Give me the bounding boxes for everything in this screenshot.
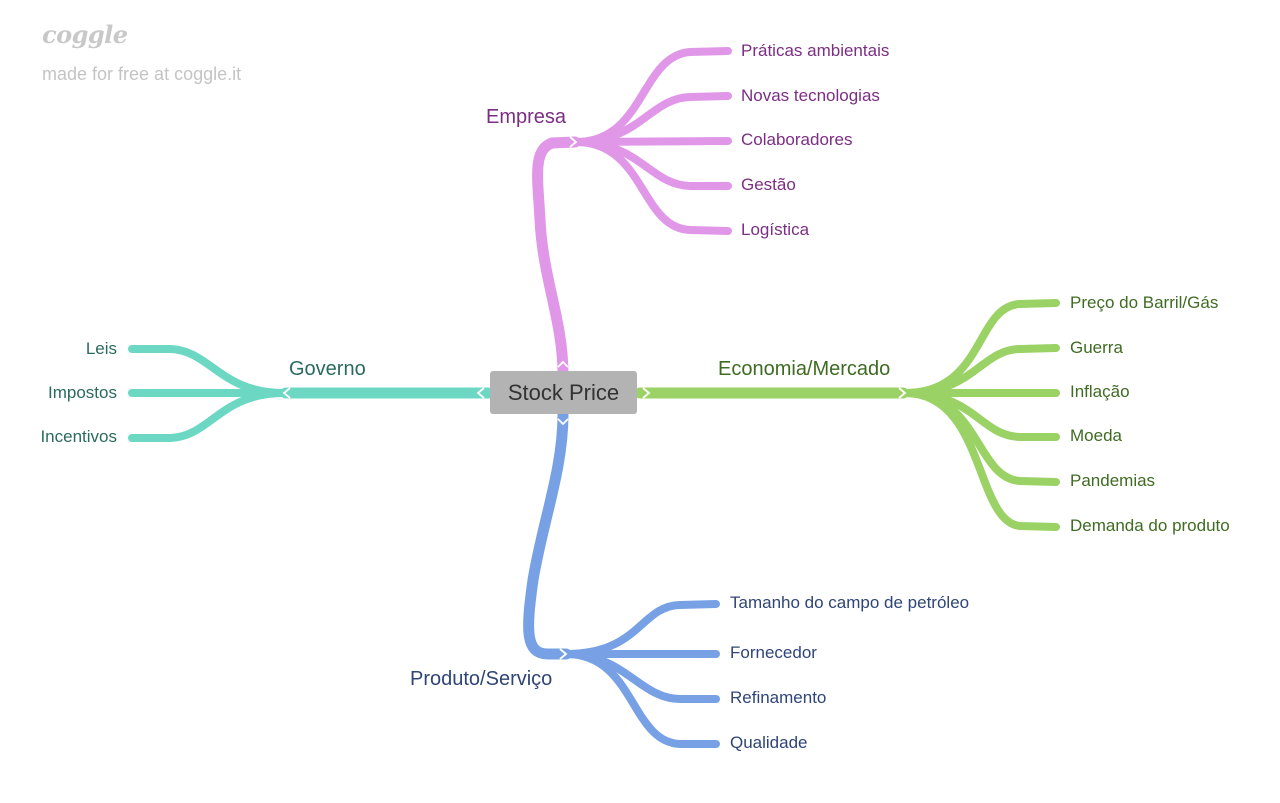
leaf-label-qualidade[interactable]: Qualidade — [730, 733, 808, 752]
leaf-label-colaboradores[interactable]: Colaboradores — [741, 130, 853, 149]
governo-connectors — [128, 345, 494, 442]
leaf-label-impostos[interactable]: Impostos — [48, 383, 117, 402]
leaf-label-demanda-do-produto[interactable]: Demanda do produto — [1070, 516, 1230, 535]
leaf-label-praticas-ambientais[interactable]: Práticas ambientais — [741, 41, 890, 60]
produto-edge-0 — [562, 600, 720, 658]
coggle-tagline[interactable]: made for free at coggle.it — [42, 64, 242, 84]
governo-edge-0 — [128, 345, 288, 397]
branch-label-economia-mercado[interactable]: Economia/Mercado — [718, 358, 891, 380]
root-node-label: Stock Price — [507, 379, 620, 405]
leaf-label-guerra[interactable]: Guerra — [1070, 338, 1123, 357]
economia-connectors — [634, 299, 1060, 531]
leaf-label-moeda[interactable]: Moeda — [1070, 426, 1122, 445]
governo-edge-2 — [128, 389, 288, 442]
leaf-label-fornecedor[interactable]: Fornecedor — [730, 643, 817, 662]
economia-edge-5 — [901, 389, 1060, 531]
joint-chevrons — [282, 136, 907, 660]
produto-trunk — [523, 408, 572, 660]
leaf-label-pandemias[interactable]: Pandemias — [1070, 471, 1156, 490]
branch-label-governo[interactable]: Governo — [289, 358, 366, 380]
leaf-label-gestao[interactable]: Gestão — [741, 175, 796, 194]
produto-connectors — [523, 408, 720, 748]
leaf-label-leis[interactable]: Leis — [85, 339, 117, 358]
leaf-label-preco-do-barril[interactable]: Preço do Barril/Gás — [1070, 293, 1219, 312]
empresa-connectors — [532, 47, 732, 381]
coggle-logo[interactable]: coggle — [42, 20, 128, 49]
leaf-label-novas-tecnologias[interactable]: Novas tecnologias — [741, 86, 880, 105]
root-node-stock-price[interactable]: Stock Price — [490, 371, 637, 414]
leaf-label-inflacao[interactable]: Inflação — [1070, 382, 1130, 401]
produto-edge-3 — [562, 650, 720, 748]
leaf-label-logistica[interactable]: Logística — [741, 220, 810, 239]
empresa-trunk — [532, 136, 581, 381]
empresa-edge-4 — [572, 138, 732, 235]
branch-label-empresa[interactable]: Empresa — [486, 106, 567, 128]
leaf-label-incentivos[interactable]: Incentivos — [40, 427, 117, 446]
leaf-label-tamanho-do-campo[interactable]: Tamanho do campo de petróleo — [730, 593, 970, 612]
leaf-label-refinamento[interactable]: Refinamento — [730, 688, 827, 707]
branch-label-produto-servico[interactable]: Produto/Serviço — [410, 668, 553, 690]
